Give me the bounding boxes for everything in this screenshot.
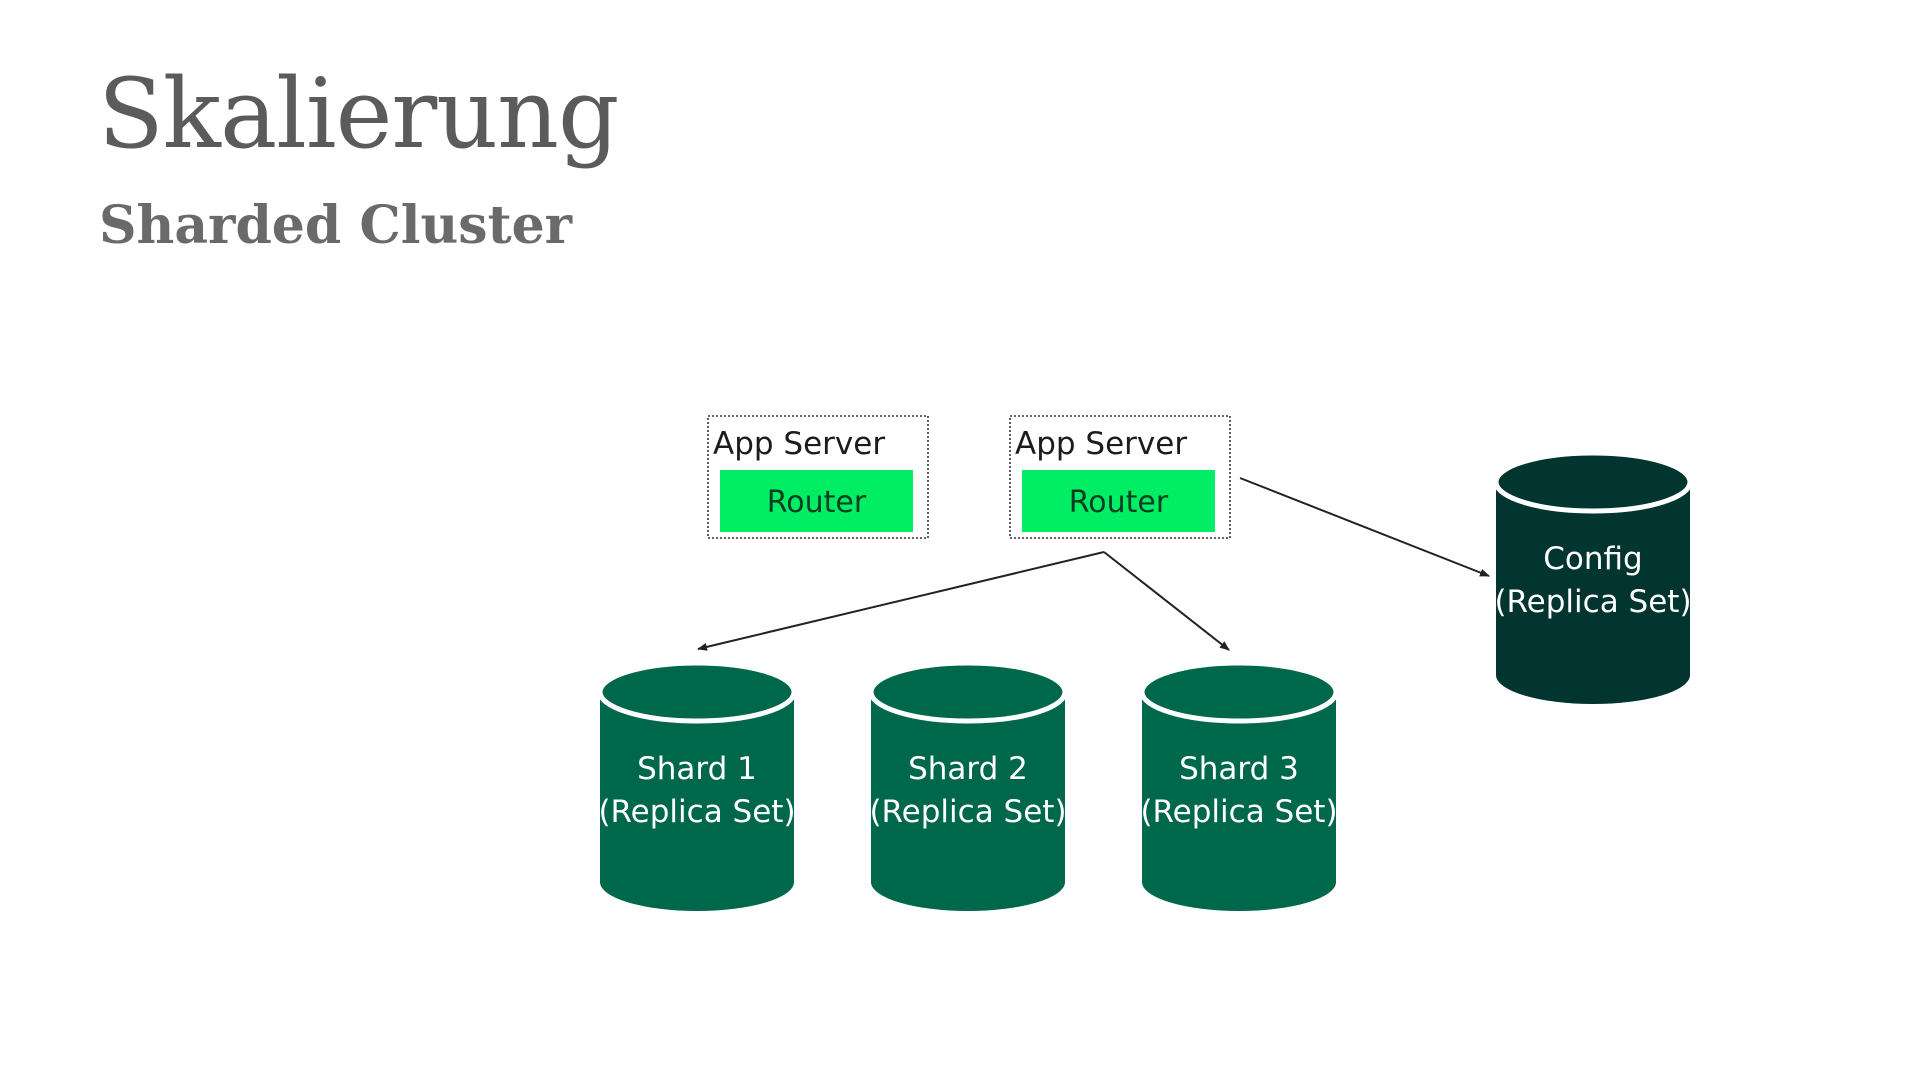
shard-1-cylinder: Shard 1 (Replica Set): [597, 660, 797, 911]
shard-1-name: Shard 1: [637, 751, 757, 787]
config-name: Config: [1543, 541, 1642, 577]
shard-2-name: Shard 2: [908, 751, 1028, 787]
router-2-box: [1022, 470, 1215, 532]
shard-1-type: (Replica Set): [598, 794, 795, 830]
shard-2-type: (Replica Set): [869, 794, 1066, 830]
arrow-router-to-config: [1239, 477, 1490, 577]
router-1-label: Router: [767, 485, 867, 520]
router-2-label: Router: [1069, 485, 1169, 520]
app-server-2-label: App Server: [1015, 426, 1187, 462]
slide-title: Skalierung: [98, 58, 619, 170]
app-server-2: App Server Router: [1009, 415, 1231, 539]
app-server-1-label: App Server: [713, 426, 885, 462]
shard-3-type: (Replica Set): [1140, 794, 1337, 830]
config-cylinder: Config (Replica Set): [1493, 450, 1693, 704]
arrows: [697, 477, 1490, 651]
shard-2-cylinder: Shard 2 (Replica Set): [868, 660, 1068, 911]
shard-3-name: Shard 3: [1179, 751, 1299, 787]
router-1-box: [720, 470, 913, 532]
config-type: (Replica Set): [1494, 584, 1691, 620]
arrow-router-to-shard-1: [697, 551, 1105, 651]
arrow-router-to-shard-3: [1103, 551, 1230, 651]
shard-3-cylinder: Shard 3 (Replica Set): [1139, 660, 1339, 911]
slide-subtitle: Sharded Cluster: [99, 195, 573, 256]
app-server-1: App Server Router: [707, 415, 929, 539]
